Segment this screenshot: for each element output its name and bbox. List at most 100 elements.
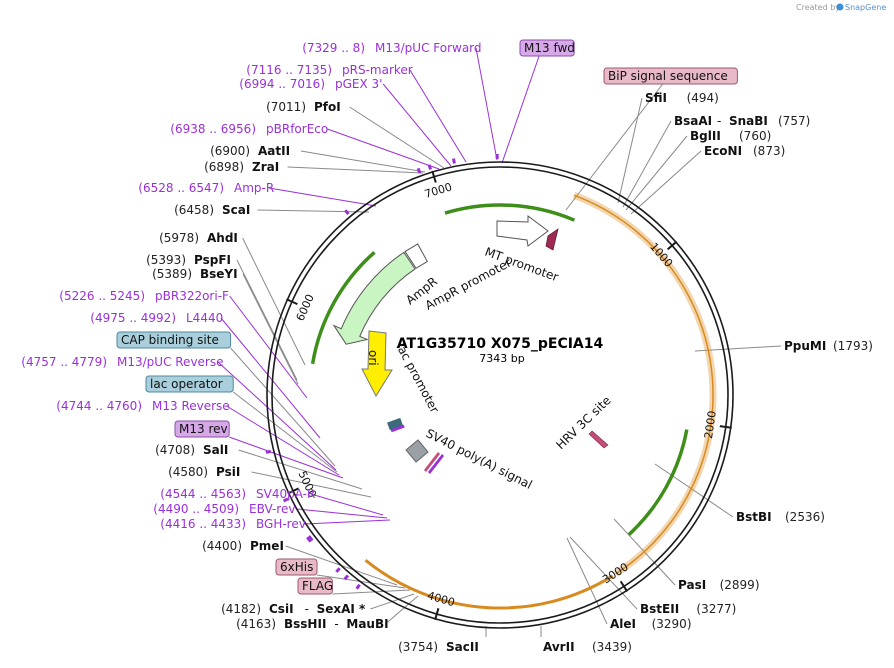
m13pucrev-leader [217,361,337,471]
site-pbrforeco[interactable]: (6938 .. 6956)pBRforEco [170,122,328,136]
site-econi[interactable]: EcoNI(873) [704,144,785,158]
bip-box-box [603,67,738,85]
site-ppumi[interactable]: PpuMI(1793) [784,339,873,353]
top-green-arc [444,203,576,222]
pmei-position: (4400) [202,539,242,553]
m13pucfwd-leader [475,47,498,161]
ampr-primer-primer-name: Amp-R [234,181,274,195]
site-m13fwd-box[interactable]: M13 fwd [519,39,575,57]
site-flag-box[interactable]: FLAG [297,577,333,595]
econi-leader [630,150,702,215]
m13fwd-box-leader [501,55,540,164]
pspfi-leader [236,259,298,381]
site-aatii[interactable]: (6900) AatII [210,144,290,158]
alei-position: (3290) [652,617,692,631]
site-pbr322[interactable]: (5226 .. 5245)pBR322ori-F [59,289,229,303]
ahdi-enzyme-name: AhdI [207,231,238,245]
m13pucfwd-position: (7329 .. 8) [302,41,365,55]
scai-position: (6458) [174,203,214,217]
site-ahdi[interactable]: (5978)AhdI [159,231,238,245]
csii-enzyme-name-2: SexAI * [317,602,366,616]
prs-leader [409,69,467,163]
site-pspfi[interactable]: (5393)PspFI [146,253,231,267]
aatii-position: (6900) [210,144,250,158]
site-bsaai[interactable]: BsaAI-SnaBI(757) [674,114,810,128]
site-sali[interactable]: (4708)SalI [155,443,228,457]
bsshii-position: (4163) [236,617,276,631]
bip-cds-arc-edge [573,194,714,575]
site-pasi[interactable]: PasI(2899) [678,578,760,592]
pgex3-position: (6994 .. 7016) [239,77,325,91]
l4440-position: (4975 .. 4992) [90,311,176,325]
bsshii-separator: - [334,617,338,631]
site-bip-box[interactable]: BiP signal sequence [603,67,738,85]
pspfi-enzyme-name: PspFI [194,253,231,267]
aatii-enzyme-name: AatII [258,144,290,158]
prs-primer-name: pRS-marker [342,63,413,77]
site-pmei[interactable]: (4400)PmeI [202,539,284,553]
site-scai[interactable]: (6458)ScaI [174,203,250,217]
site-m13pucfwd[interactable]: (7329 .. 8) M13/pUC Forward [302,41,481,55]
site-l4440[interactable]: (4975 .. 4992)L4440 [90,311,223,325]
sacii-position: (3754) [398,640,438,654]
site-sfii[interactable]: SfiI(494) [645,91,719,105]
site-bseyi[interactable]: (5389)BseYI [152,267,238,281]
bseyi-enzyme-name: BseYI [200,267,238,281]
m13rev-box-label: M13 rev [179,422,228,436]
sfii-position: (494) [687,91,719,105]
site-bsshii[interactable]: (4163)BssHII-MauBI [236,617,389,631]
bsshii-leader [385,595,419,625]
m13fwd-box-label: M13 fwd [524,41,575,55]
flag-box-leader [332,589,411,595]
site-bghrev[interactable]: (4416 .. 4433)BGH-rev [160,517,306,531]
alei-enzyme-name: AleI [610,617,636,631]
alei-leader [566,537,608,625]
ebvrev-primer-name: EBV-rev [249,502,295,516]
site-sv40pa[interactable]: (4544 .. 4563)SV40pA-R [160,487,315,501]
m13reverse-position: (4744 .. 4760) [56,399,142,413]
tick-label-6000: 6000 [294,292,317,323]
ampr-arrow [332,251,416,345]
site-m13reverse[interactable]: (4744 .. 4760) M13 Reverse [56,399,229,413]
flag-box-box [297,577,333,595]
site-bglii[interactable]: BglII(760) [690,129,771,143]
site-sacii[interactable]: (3754) SacII [398,640,479,654]
site-prs[interactable]: (7116 .. 7135)pRS-marker [246,63,412,77]
site-lacop-box[interactable]: lac operator [145,375,234,393]
site-alei[interactable]: AleI (3290) [610,617,692,631]
site-pgex3[interactable]: (6994 .. 7016)pGEX 3' [239,77,382,91]
bsteii-position: (3277) [696,602,736,616]
site-csii[interactable]: (4182)CsiI-SexAI * [221,602,366,616]
site-bsteii[interactable]: BstEII(3277) [640,602,736,616]
site-ebvrev[interactable]: (4490 .. 4509)EBV-rev [153,502,295,516]
sv40pa-primer-name: SV40pA-R [256,487,315,501]
psii-leader [251,471,372,498]
csii-separator: - [305,602,309,616]
site-pfoi[interactable]: (7011)PfoI [266,100,341,114]
site-bstbi[interactable]: BstBI(2536) [736,510,825,524]
m13reverse-primer-name: M13 Reverse [152,399,230,413]
flag-box-label: FLAG [302,579,333,593]
site-zrai[interactable]: (6898)ZraI [204,160,279,174]
his-box-box [275,558,318,576]
m13pucfwd-primer-name: M13/pUC Forward [375,41,482,55]
cap-box-label: CAP binding site [121,333,219,347]
site-avrii[interactable]: AvrII(3439) [543,640,632,654]
site-his-box[interactable]: 6xHis [275,558,318,576]
site-m13rev-box[interactable]: M13 rev [174,420,230,438]
site-ampr-primer[interactable]: (6528 .. 6547)Amp-R [138,181,274,195]
ampr-primer-leader [268,187,377,207]
site-cap-box[interactable]: CAP binding site [116,331,232,349]
mt-promoter-arrow [496,215,559,251]
site-psii[interactable]: (4580)PsiI [168,465,240,479]
sacii-enzyme-name: SacII [446,640,479,654]
m13rev-box-box [174,420,230,438]
ori-label: ori [366,350,380,366]
avrii-enzyme-name: AvrII [543,640,575,654]
scai-leader [257,209,370,213]
site-m13pucrev[interactable]: (4757 .. 4779)M13/pUC Reverse [21,355,223,369]
bghrev-primer-name: BGH-rev [256,517,306,531]
zrai-enzyme-name: ZraI [252,160,279,174]
